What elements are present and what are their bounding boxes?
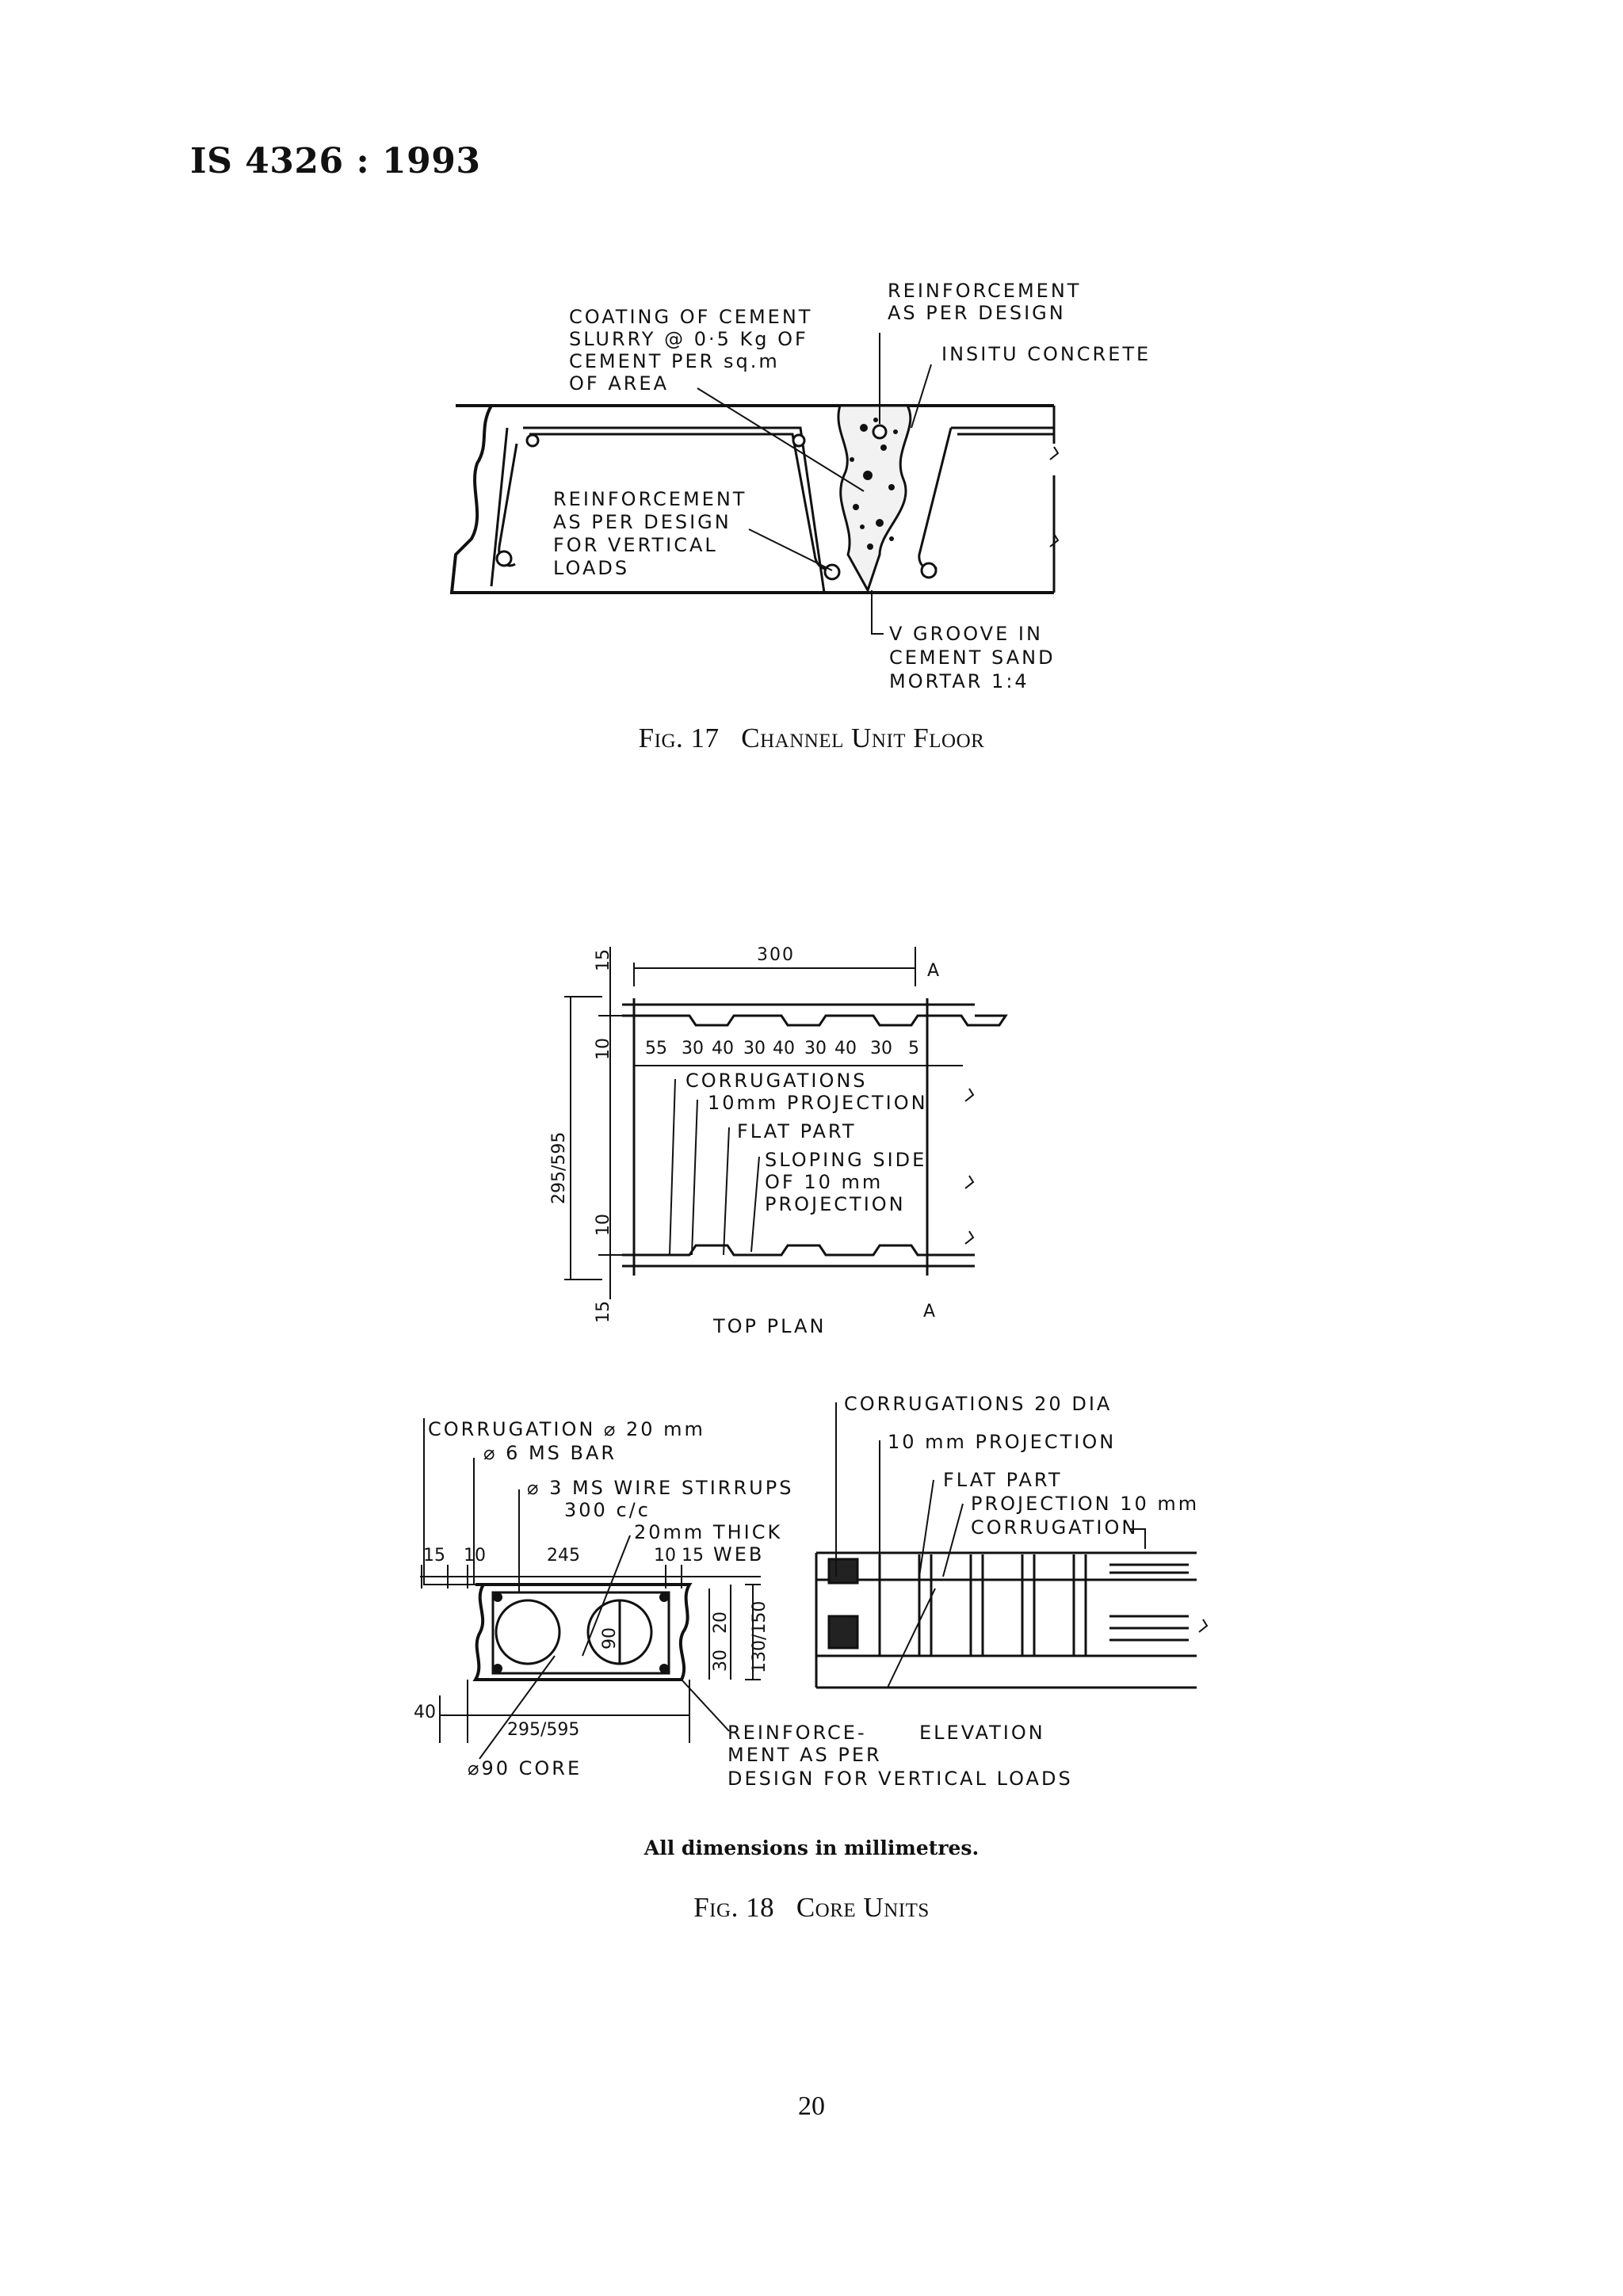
sec-reinf-line3: DESIGN FOR VERTICAL LOADS	[727, 1768, 1073, 1790]
sec-dim-295: 295/595	[507, 1720, 579, 1740]
fig18-caption-title: Core Units	[796, 1892, 930, 1923]
dim-left-295: 295/595	[549, 1132, 569, 1204]
sec-reinf-line2: MENT AS PER	[727, 1744, 882, 1766]
elev-proj-corr-line2: CORRUGATION	[971, 1516, 1138, 1539]
sec-msbar-label: ⌀ 6 MS BAR	[483, 1442, 617, 1464]
elev-proj-corr-line1: PROJECTION 10 mm	[971, 1493, 1199, 1515]
sec-dim-40: 40	[414, 1703, 436, 1722]
fig17-drawing: COATING OF CEMENT SLURRY @ 0·5 Kg OF CEM…	[449, 280, 1151, 692]
fig17-caption-num: Fig. 17	[638, 723, 720, 753]
fig17-caption: Fig. 17 Channel Unit Floor	[0, 723, 1623, 754]
fig17-reinf-top-line1: REINFORCEMENT	[888, 280, 1081, 302]
corr-dim-55: 55	[645, 1039, 667, 1058]
elev-corrugations-label: CORRUGATIONS 20 DIA	[844, 1393, 1112, 1415]
dimensions-note: All dimensions in millimetres.	[643, 1836, 980, 1859]
dim-left-10b: 10	[594, 1214, 613, 1236]
fig17-reinf-vert-line3: FOR VERTICAL	[553, 534, 718, 556]
fig18-caption-num: Fig. 18	[693, 1892, 775, 1923]
fig17-vgroove-line3: MORTAR 1:4	[889, 670, 1029, 692]
plan-sloping-line2: OF 10 mm	[765, 1171, 883, 1193]
corr-dim-5: 5	[908, 1039, 919, 1058]
fig17-vgroove-line2: CEMENT SAND	[889, 646, 1056, 669]
sec-core-label: ⌀90 CORE	[468, 1757, 582, 1779]
elev-projection-label: 10 mm PROJECTION	[888, 1431, 1116, 1453]
fig17-coating-line4: OF AREA	[569, 372, 669, 395]
sec-dim-245: 245	[547, 1546, 580, 1566]
dim-300: 300	[757, 945, 795, 965]
sec-dim-130: 130/150	[750, 1601, 769, 1673]
dim-left-15a: 15	[594, 949, 613, 971]
corr-dim-30c: 30	[804, 1039, 827, 1058]
sec-corrugation-label: CORRUGATION ⌀ 20 mm	[428, 1418, 705, 1440]
sec-dim-15: 15	[423, 1546, 445, 1566]
fig18-elevation: CORRUGATIONS 20 DIA 10 mm PROJECTION FLA…	[815, 1393, 1209, 1744]
corr-dim-30a: 30	[682, 1039, 704, 1058]
plan-sloping-line1: SLOPING SIDE	[765, 1149, 926, 1171]
standard-number: IS 4326 : 1993	[190, 141, 481, 181]
plan-flat-label: FLAT PART	[737, 1120, 857, 1142]
fig17-insitu-label: INSITU CONCRETE	[941, 343, 1151, 365]
top-plan-title: TOP PLAN	[712, 1315, 826, 1337]
dim-left-15b: 15	[594, 1301, 613, 1323]
sec-reinf-line1: REINFORCE-	[727, 1722, 867, 1744]
sec-web-line1: 20mm THICK	[634, 1521, 782, 1543]
fig17-caption-title: Channel Unit Floor	[741, 723, 985, 753]
plan-projection-label: 10mm PROJECTION	[708, 1092, 928, 1114]
elevation-title: ELEVATION	[919, 1722, 1045, 1744]
sec-dim-10: 10	[464, 1546, 486, 1566]
sec-stirrups-line1: ⌀ 3 MS WIRE STIRRUPS	[527, 1477, 793, 1499]
plan-corrugations-label: CORRUGATIONS	[685, 1070, 868, 1092]
corr-dim-30d: 30	[870, 1039, 892, 1058]
fig17-reinf-vert-line4: LOADS	[553, 557, 629, 579]
fig17-coating-line1: COATING OF CEMENT	[569, 306, 812, 328]
page-number: 20	[798, 2092, 825, 2121]
fig17-reinf-vert-line1: REINFORCEMENT	[553, 488, 747, 510]
corr-dim-40b: 40	[773, 1039, 795, 1058]
fig18-section: CORRUGATION ⌀ 20 mm ⌀ 6 MS BAR ⌀ 3 MS WI…	[414, 1418, 1073, 1790]
sec-web-line2: WEB	[713, 1543, 764, 1566]
fig17-reinf-top-line2: AS PER DESIGN	[888, 302, 1066, 324]
fig17-vgroove-line1: V GROOVE IN	[889, 623, 1043, 645]
plan-sloping-line3: PROJECTION	[765, 1193, 906, 1215]
section-mark-bottom: A	[923, 1302, 937, 1322]
fig18-caption: Fig. 18 Core Units	[0, 1892, 1623, 1924]
fig18-top-plan: 300 A 15 10 295/595 10 15 55 30 40 30 40…	[549, 945, 1008, 1337]
section-mark-top: A	[927, 961, 941, 981]
sec-dim-15b: 15	[682, 1546, 704, 1566]
corr-dim-30b: 30	[743, 1039, 766, 1058]
sec-dim-30: 30	[711, 1650, 731, 1672]
fig17-reinf-vert-line2: AS PER DESIGN	[553, 511, 731, 533]
sec-stirrups-line2: 300 c/c	[564, 1499, 651, 1521]
sec-dim-10b: 10	[654, 1546, 676, 1566]
elev-flat-label: FLAT PART	[943, 1469, 1063, 1491]
corr-dim-40c: 40	[834, 1039, 857, 1058]
sec-dim-20: 20	[711, 1611, 731, 1634]
fig17-coating-line3: CEMENT PER sq.m	[569, 350, 780, 372]
dim-left-10a: 10	[594, 1038, 613, 1060]
sec-dim-90: 90	[600, 1627, 620, 1650]
corr-dim-40a: 40	[712, 1039, 734, 1058]
fig17-coating-line2: SLURRY @ 0·5 Kg OF	[569, 328, 808, 350]
